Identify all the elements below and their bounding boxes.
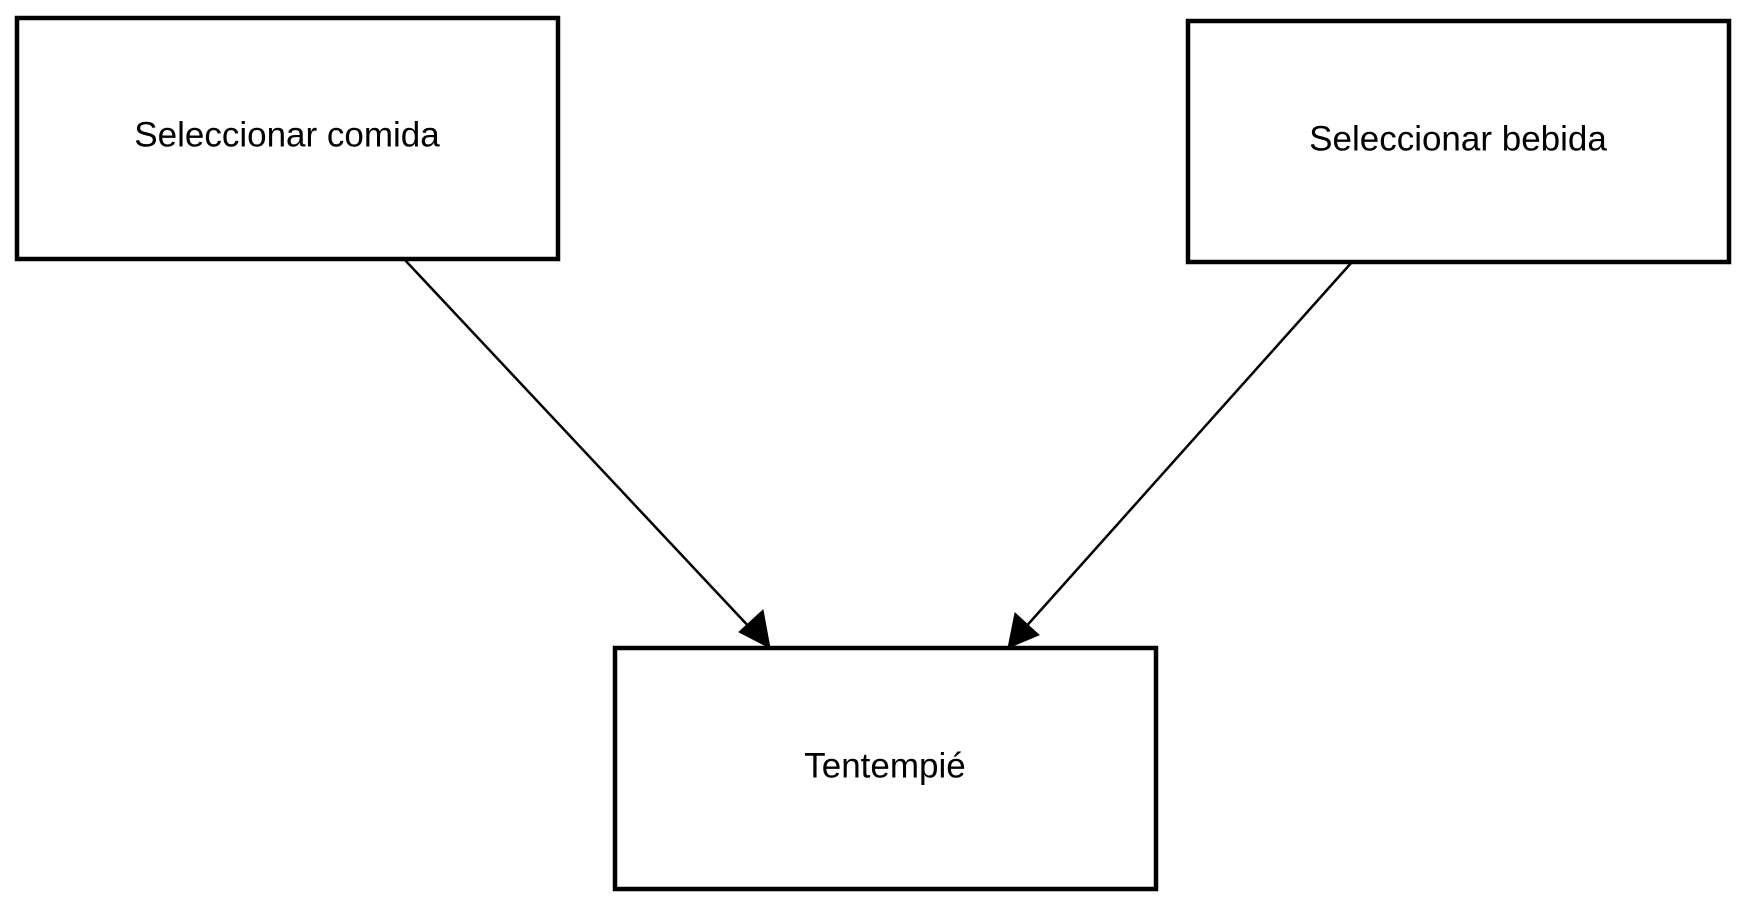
node-seleccionar-comida[interactable]: Seleccionar comida: [14, 15, 561, 262]
node-box: [1185, 18, 1732, 265]
node-box: [14, 15, 561, 262]
edge-line: [403, 258, 753, 631]
arrowhead-icon: [1007, 612, 1040, 649]
edge-drink-to-snack: [1007, 261, 1353, 649]
edge-line: [1022, 261, 1353, 631]
arrowhead-icon: [738, 609, 771, 649]
node-box: [612, 645, 1159, 892]
node-seleccionar-bebida[interactable]: Seleccionar bebida: [1185, 18, 1732, 265]
node-label: Tentempié: [804, 746, 965, 785]
node-tentempie[interactable]: Tentempié: [612, 645, 1159, 892]
edge-food-to-snack: [403, 258, 771, 649]
node-label: Seleccionar comida: [134, 115, 440, 154]
node-label: Seleccionar bebida: [1309, 119, 1607, 158]
